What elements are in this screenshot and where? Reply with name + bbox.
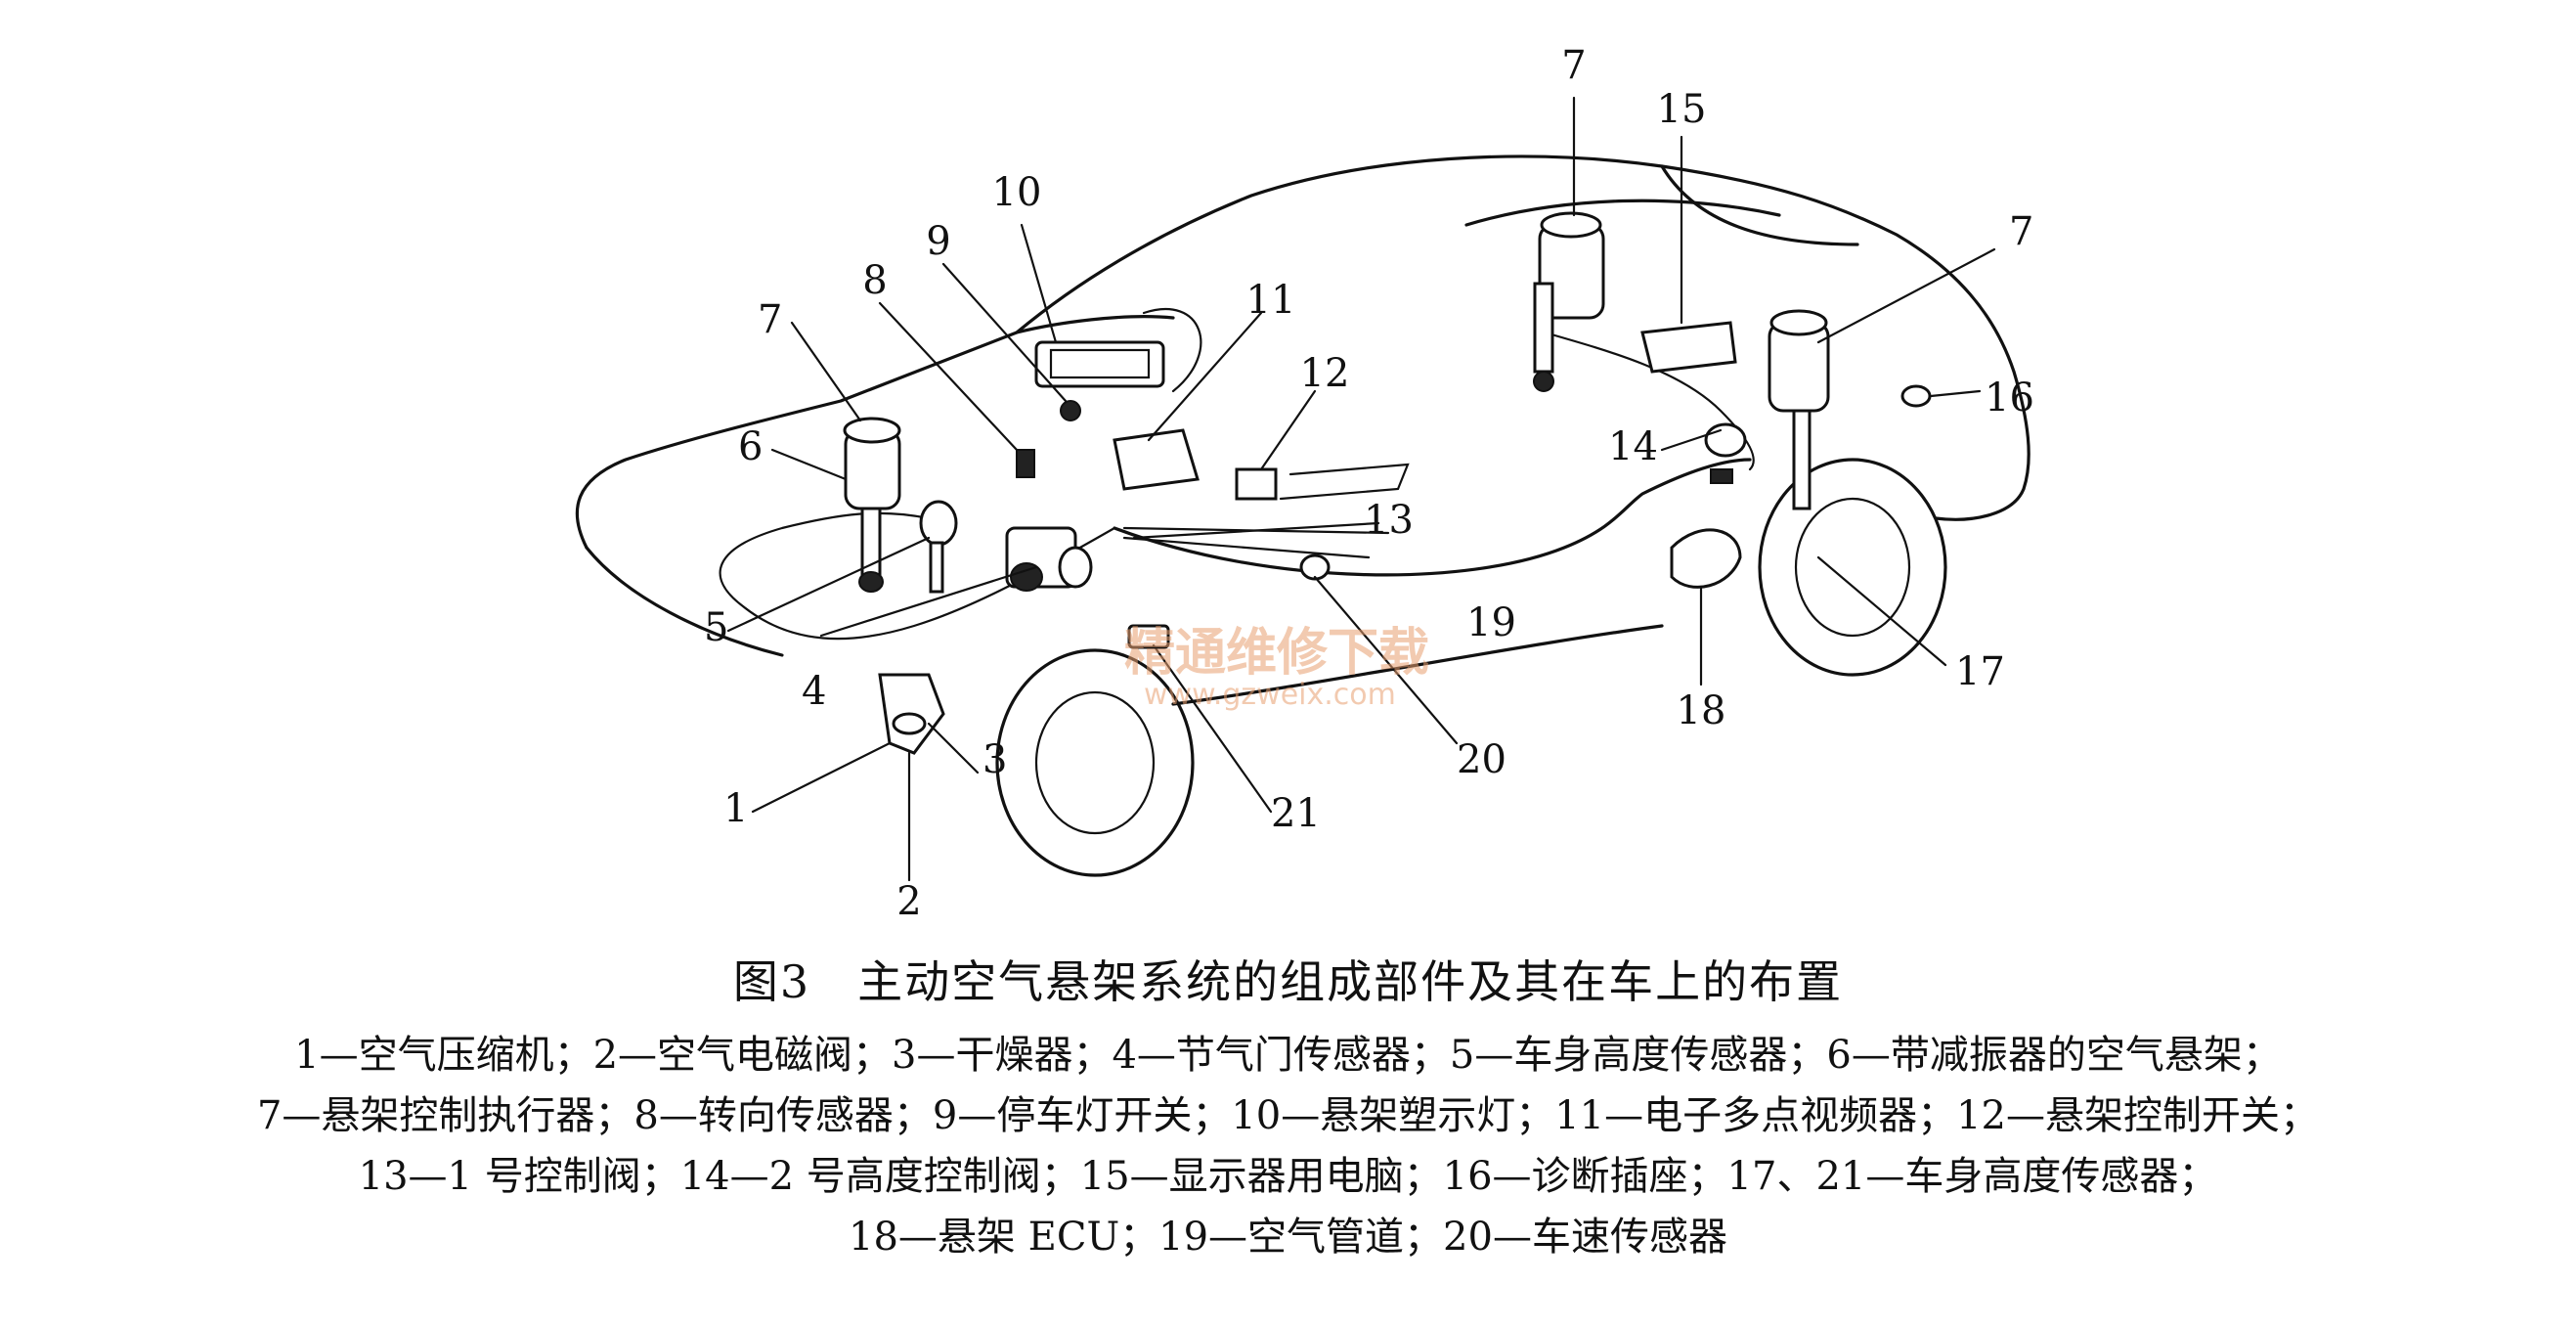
label-18: 18 — [1677, 688, 1726, 733]
diagnostic-connector — [1900, 384, 1932, 408]
watermark-url: www.gzweix.com — [1144, 678, 1396, 712]
label-1: 1 — [723, 786, 748, 831]
label-19: 19 — [1466, 600, 1516, 645]
front-wheel — [995, 648, 1195, 877]
car-body-outline — [575, 155, 2030, 706]
suspension-ecu — [1670, 528, 1742, 589]
leader-lines — [726, 96, 1996, 882]
steering-sensor — [1016, 449, 1035, 478]
label-6: 6 — [738, 424, 763, 469]
air-suspension-rear-right — [1768, 309, 1830, 510]
air-pipe-front — [719, 511, 1116, 641]
indicator-panel — [1034, 307, 1202, 393]
label-20: 20 — [1457, 737, 1506, 782]
legend-line-2: 7—悬架控制执行器；8—转向传感器；9—停车灯开关；10—悬架塑示灯；11—电子… — [256, 1093, 2320, 1138]
label-2: 2 — [896, 879, 921, 924]
label-3: 3 — [982, 737, 1007, 782]
label-10: 10 — [992, 170, 1042, 215]
stop-light-switch — [1060, 400, 1081, 421]
label-5: 5 — [704, 605, 728, 650]
label-13: 13 — [1364, 498, 1414, 543]
figure-caption: 图3 主动空气悬架系统的组成部件及其在车上的布置 — [732, 955, 1844, 1008]
control-module-11 — [1113, 428, 1200, 491]
label-8: 8 — [862, 258, 887, 303]
height-sensor-front — [919, 500, 958, 594]
display-computer — [1640, 321, 1737, 374]
label-9: 9 — [926, 219, 950, 264]
label-7-rear-right: 7 — [2009, 209, 2033, 254]
label-17: 17 — [1955, 649, 2005, 694]
air-suspension-rear-left — [1533, 211, 1605, 392]
label-12: 12 — [1300, 351, 1350, 396]
air-suspension-front-left — [843, 417, 901, 593]
figure-legend: 1—空气压缩机；2—空气电磁阀；3—干燥器；4—节气门传感器；5—车身高度传感器… — [0, 1025, 2576, 1267]
air-compressor-group — [878, 673, 945, 755]
car-suspension-diagram: 1 2 3 4 5 6 7 7 7 8 9 10 11 12 13 14 15 … — [575, 43, 2034, 924]
label-7-front: 7 — [758, 297, 782, 342]
legend-line-4: 18—悬架 ECU；19—空气管道；20—车速传感器 — [849, 1215, 1727, 1260]
air-pipe — [1113, 458, 1752, 577]
throttle-sensor — [1005, 526, 1093, 592]
label-15: 15 — [1657, 87, 1707, 132]
label-4: 4 — [802, 669, 826, 714]
label-7-rear-left: 7 — [1561, 43, 1586, 88]
legend-line-1: 1—空气压缩机；2—空气电磁阀；3—干燥器；4—节气门传感器；5—车身高度传感器… — [294, 1033, 2282, 1078]
speed-sensor — [1299, 553, 1331, 581]
wiring-rear — [1543, 331, 1755, 471]
label-11: 11 — [1246, 278, 1296, 323]
rear-wheel — [1758, 458, 1947, 677]
label-16: 16 — [1985, 376, 2034, 421]
watermark-cn: 精通维修下载 — [1124, 624, 1429, 683]
label-14: 14 — [1608, 424, 1658, 469]
legend-line-3: 13—1 号控制阀；14—2 号高度控制阀；15—显示器用电脑；16—诊断插座；… — [358, 1154, 2218, 1199]
label-21: 21 — [1271, 791, 1321, 836]
control-switch-12 — [1235, 463, 1410, 501]
height-sensor-front-right — [1127, 624, 1170, 649]
